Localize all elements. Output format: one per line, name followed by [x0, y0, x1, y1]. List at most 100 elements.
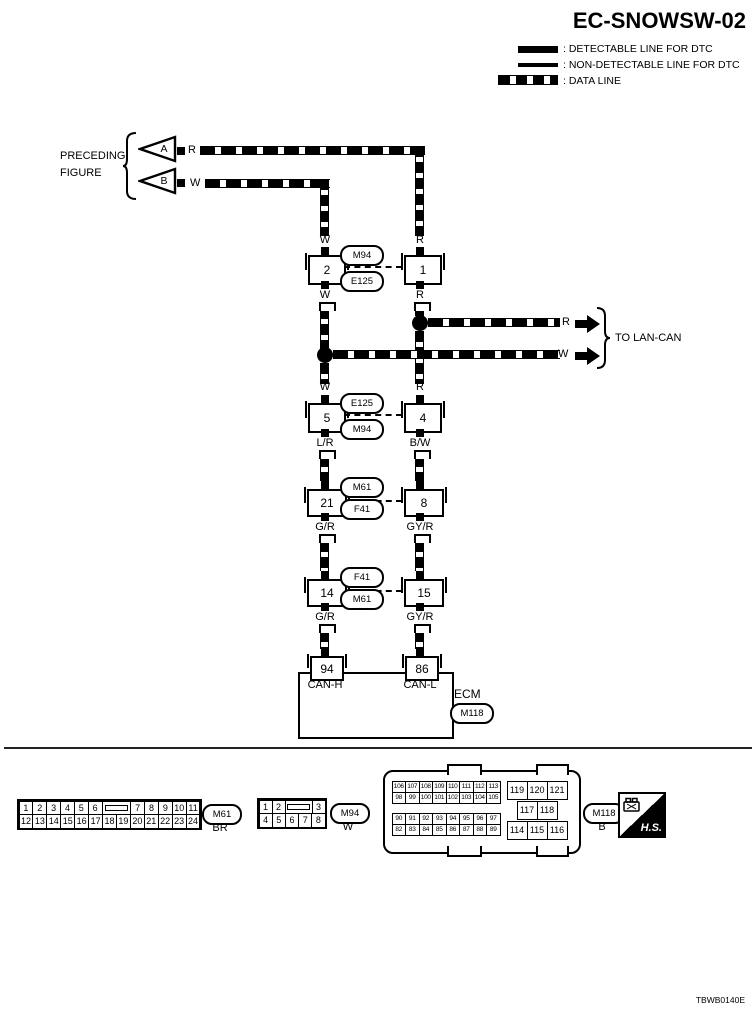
hs-badge: H.S. [618, 792, 666, 838]
pin-cell: 5 [73, 800, 89, 815]
wire-continuation-bracket [414, 450, 431, 459]
connector-color-code: B [598, 821, 606, 833]
pin-cell: 14 [46, 814, 62, 829]
pin-cell: 11 [185, 800, 201, 815]
legend-swatch-data-line [498, 75, 558, 85]
wire-pad [321, 247, 329, 255]
pin-cell: 20 [129, 814, 145, 829]
pin-cell: 121 [546, 780, 568, 800]
to-lan-can-label: TO LAN-CAN [615, 332, 682, 344]
pin-number: 15 [417, 586, 431, 600]
wire-color-label: G/R [315, 611, 335, 623]
inter-connector-dashed-line [344, 414, 402, 416]
wire-lr-vertical [320, 456, 329, 481]
legend-label-data-line: : DATA LINE [563, 75, 621, 87]
wire-pad [321, 281, 329, 289]
m118-tab [447, 764, 482, 775]
pin-cell: 114 [506, 820, 528, 840]
wire-gr-vertical [320, 541, 329, 571]
wire-gyr-vertical [415, 631, 424, 649]
wire-continuation-bracket [319, 302, 336, 311]
wire-gyr-vertical [415, 541, 424, 571]
wire-color-label: W [319, 234, 331, 246]
connector-id-oval: M94 [340, 419, 384, 440]
pin-number: 5 [323, 411, 331, 425]
pin-cell: 9 [157, 800, 173, 815]
pin-cell: 87 [459, 823, 474, 836]
pin-number: 2 [323, 263, 331, 277]
wire-w-vertical [320, 308, 329, 350]
pin-cell: 6 [284, 813, 300, 828]
connector-pin-box: 15 [401, 577, 447, 607]
connector-id-oval: M61 [202, 804, 242, 825]
pin-cell: 7 [130, 800, 146, 815]
pin-cell: 16 [74, 814, 90, 829]
wire-color-label: G/R [315, 521, 335, 533]
wire-w-branch [333, 350, 560, 359]
pin-cell: 18 [102, 814, 117, 829]
wire-color-label-w: W [190, 177, 201, 189]
connector-color-code: W [342, 821, 354, 833]
connector-id-oval: M94 [330, 803, 370, 824]
wire-color-label: R [416, 234, 424, 246]
wire-pad [416, 247, 424, 255]
ecm-box [298, 672, 454, 739]
legend-label-detectable: : DETECTABLE LINE FOR DTC [563, 43, 713, 55]
doc-code: TBWB0140E [695, 995, 745, 1005]
wire-continuation-bracket [414, 534, 431, 543]
pin-cell: 83 [405, 823, 420, 836]
wire-junction-dot [317, 347, 333, 363]
m118-tab [447, 846, 482, 857]
wire-color-label: L/R [316, 437, 334, 449]
inter-connector-dashed-line [344, 266, 402, 268]
pin-cell: 103 [459, 791, 474, 804]
pin-number: 94 [320, 661, 334, 676]
key-slot-bar [104, 804, 129, 811]
pin-cell: 4 [60, 800, 75, 815]
off-page-arrow-b-letter: B [160, 175, 168, 187]
wire-continuation-bracket [319, 450, 336, 459]
ecm-terminal-name: CAN-L [403, 679, 437, 691]
connector-pin-box: 5 [305, 401, 349, 433]
wire-color-label: W [558, 348, 569, 360]
pin-cell: 7 [298, 813, 313, 828]
wire-color-label: R [416, 289, 424, 301]
wire-color-label: R [562, 316, 570, 328]
connector-color-code: BR [212, 822, 228, 834]
pin-cell: 5 [271, 813, 286, 828]
pin-number: 8 [420, 496, 428, 510]
m118-tab [536, 846, 569, 857]
pin-cell: 2 [32, 800, 48, 815]
wire-color-label: R [416, 381, 424, 393]
pin-cell: 119 [506, 780, 528, 800]
wire-continuation-bracket [319, 624, 336, 633]
wire-pad [416, 571, 424, 579]
pin-cell: 120 [526, 780, 548, 800]
connector-pin-box: 8 [401, 487, 447, 517]
legend-label-non-detectable: : NON-DETECTABLE LINE FOR DTC [563, 59, 740, 71]
pin-cell: 6 [87, 800, 103, 815]
pin-cell: 15 [60, 814, 76, 829]
pin-cell: 117 [516, 800, 538, 820]
wire-pad [416, 481, 424, 489]
pin-cell: 4 [258, 813, 273, 828]
pin-cell: 84 [418, 823, 433, 836]
pin-cell: 104 [472, 791, 487, 804]
wire-continuation-bracket [319, 534, 336, 543]
wire-pad [416, 395, 424, 403]
m118-tab [536, 764, 569, 775]
left-brace [122, 132, 137, 200]
connector-id-oval: E125 [340, 271, 384, 292]
pin-cell: 98 [391, 791, 406, 804]
wire-r-horizontal [200, 146, 425, 155]
